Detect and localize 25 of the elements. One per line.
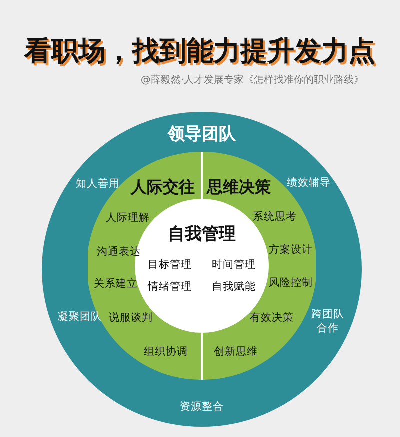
ring-item: 情绪管理 [148, 280, 192, 294]
ring-item: 风险控制 [269, 276, 313, 290]
ring-item: 说服谈判 [109, 311, 153, 325]
ring-item: 人际理解 [106, 211, 150, 225]
ring-item: 绩效辅导 [287, 176, 331, 190]
ring-heading: 人际交往 [131, 178, 195, 198]
ring-item: 系统思考 [253, 210, 297, 224]
ring-item: 创新思维 [214, 345, 258, 359]
byline: @薛毅然·人才发展专家《怎样找准你的职业路线》 [140, 74, 364, 87]
title: 看职场，找到能力提升发力点 [24, 35, 376, 69]
ring-item: 资源整合 [180, 400, 224, 414]
ring-item: 自我赋能 [212, 280, 256, 294]
ring-item: 目标管理 [148, 258, 192, 272]
ring-item: 知人善用 [76, 177, 120, 191]
ring-heading: 领导团队 [168, 124, 236, 146]
ring-item: 时间管理 [212, 258, 256, 272]
ring-item: 跨团队合作 [310, 308, 346, 336]
ring-item: 凝聚团队 [58, 310, 102, 324]
ring-heading: 思维决策 [207, 178, 271, 198]
ring-item: 方案设计 [269, 243, 313, 257]
ring-item: 关系建立 [94, 277, 138, 291]
ring-item: 组织协调 [144, 345, 188, 359]
outer-ring [42, 112, 362, 427]
ring-item: 有效决策 [250, 311, 294, 325]
ring-heading: 自我管理 [168, 224, 236, 246]
